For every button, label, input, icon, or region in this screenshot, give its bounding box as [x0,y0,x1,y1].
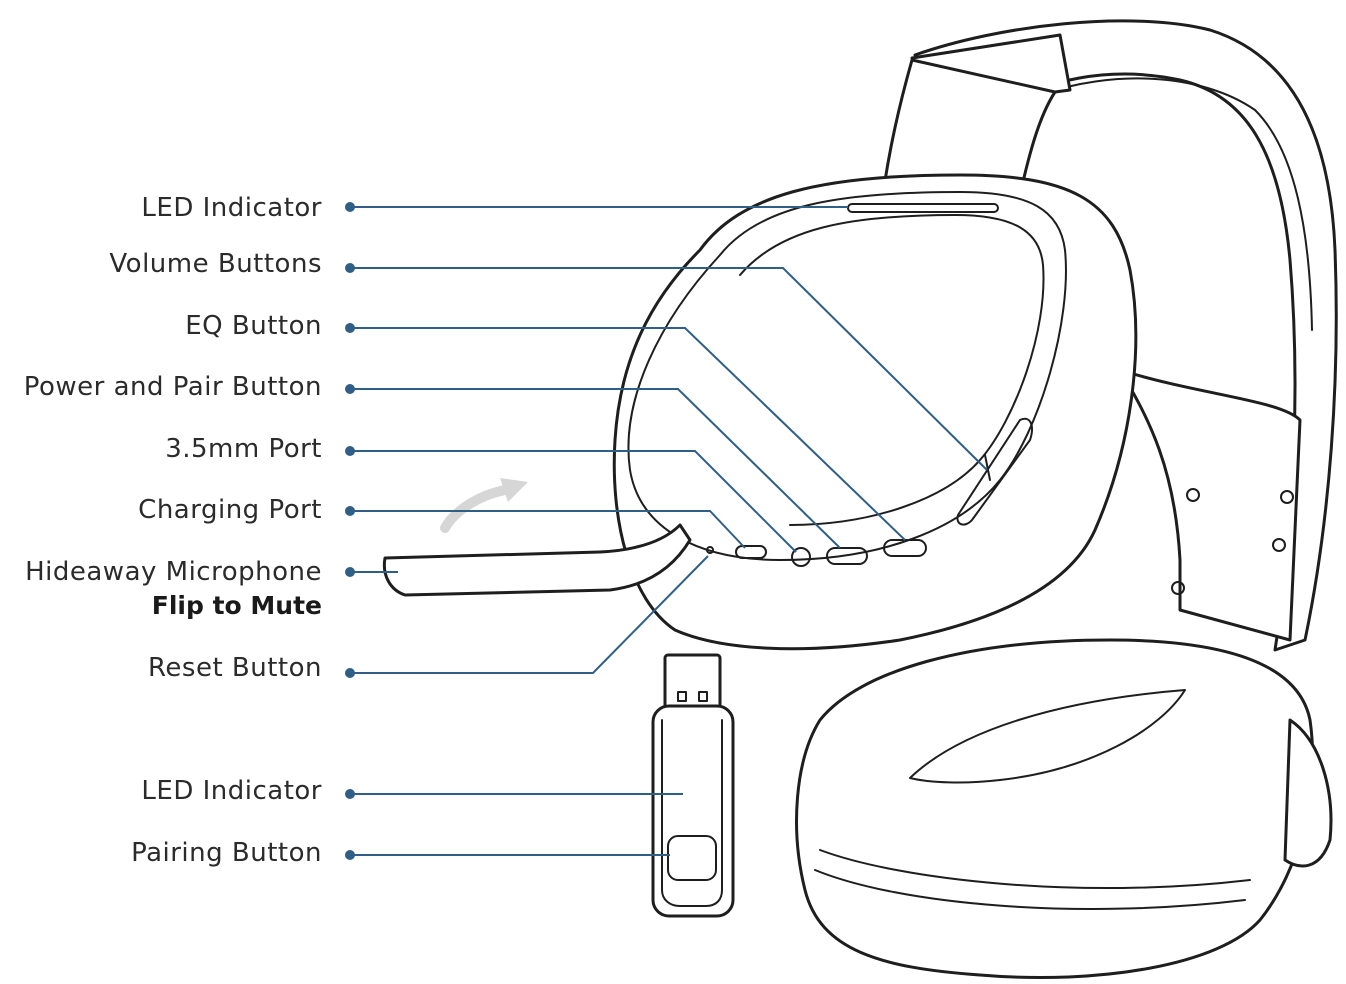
leader-dot [345,202,355,212]
cushion-opening [909,689,1186,784]
leader-dot [345,789,355,799]
volume-rocker [956,417,1033,526]
power-button-shape [826,547,868,565]
right-cup-side [1283,718,1333,868]
dongle-pair-button-shape [667,835,717,881]
label-microphone-note: Flip to Mute [152,591,322,620]
dongle-body [651,704,735,918]
label-eq-button: EQ Button [185,311,322,341]
leader-audio-port [350,450,797,553]
leader-charging-port [350,510,746,549]
leader-dot [345,850,355,860]
label-power-pair-button: Power and Pair Button [24,372,322,402]
label-dongle-led: LED Indicator [141,776,322,806]
flip-arrow [440,485,510,533]
headset-illustration [382,19,1338,980]
label-pairing-button: Pairing Button [131,838,322,868]
label-volume-buttons: Volume Buttons [109,249,322,279]
yoke-arm [1118,368,1302,642]
leader-eq-button [350,327,906,541]
microphone-boom [382,523,692,597]
leader-dot [345,668,355,678]
audio-port-shape [791,547,811,567]
label-audio-port: 3.5mm Port [165,434,322,464]
leader-dot [345,446,355,456]
usb-dongle [651,653,735,918]
leader-volume-buttons [350,267,988,471]
usb-connector [663,653,722,712]
leader-dot [345,263,355,273]
label-microphone: Hideaway Microphone [25,557,322,587]
left-ear-cup [612,173,1138,651]
label-reset-button: Reset Button [148,653,322,683]
leader-dot [345,567,355,577]
leader-lines [345,202,988,860]
leader-dot [345,384,355,394]
label-charging-port: Charging Port [138,495,322,525]
charging-port-shape [735,545,767,559]
right-ear-cup [795,638,1314,980]
leader-dot [345,506,355,516]
leader-dot [345,323,355,333]
flip-arrow-head [500,478,528,502]
leader-reset-button [350,555,709,674]
label-headset-led: LED Indicator [141,193,322,223]
leader-power-pair-button [350,388,841,549]
callout-labels: LED Indicator Volume Buttons EQ Button P… [24,193,322,868]
reset-hole-shape [706,546,714,554]
